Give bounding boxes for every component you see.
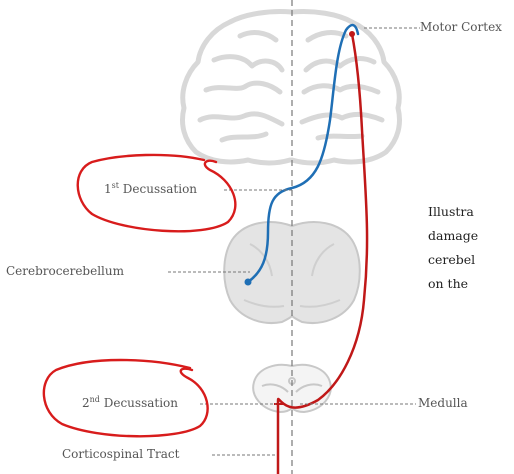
label-medulla: Medulla xyxy=(418,396,468,410)
ipsilateral-pathway-blue xyxy=(246,23,360,284)
description-line-4: on the xyxy=(428,276,469,291)
corticospinal-tract-text: Corticospinal Tract xyxy=(62,447,180,461)
cerebrocerebellum-text: Cerebrocerebellum xyxy=(6,264,124,278)
second-decussation-suffix: nd xyxy=(89,395,100,404)
description-line-1: Illustra xyxy=(428,204,474,219)
leader-lines xyxy=(168,27,420,456)
description-line-3: cerebel xyxy=(428,252,476,267)
medulla-text: Medulla xyxy=(418,396,468,410)
annotation-circle-second-decussation xyxy=(42,358,209,438)
description-line-2: damage xyxy=(428,228,479,243)
label-cerebrocerebellum: Cerebrocerebellum xyxy=(6,264,124,278)
label-corticospinal-tract: Corticospinal Tract xyxy=(62,447,179,461)
corticospinal-pathway-origin xyxy=(349,31,355,37)
cerebrum-outline xyxy=(180,9,402,166)
ipsilateral-pathway-endpoint xyxy=(244,278,252,286)
label-motor-cortex: Motor Cortex xyxy=(420,20,502,34)
label-motor-cortex-text: Motor Cortex xyxy=(420,20,502,34)
label-first-decussation: 1st Decussation xyxy=(104,181,197,196)
first-decussation-ordinal: 1 xyxy=(104,182,112,196)
second-decussation-ordinal: 2 xyxy=(82,396,90,410)
annotation-circle-first-decussation xyxy=(76,153,237,233)
annotation-circles xyxy=(42,153,237,438)
second-decussation-text: Decussation xyxy=(99,396,178,410)
label-second-decussation: 2nd Decussation xyxy=(82,395,178,410)
description-text: Illustra damage cerebel on the xyxy=(428,200,478,296)
first-decussation-suffix: st xyxy=(111,181,119,190)
first-decussation-text: Decussation xyxy=(118,182,198,196)
